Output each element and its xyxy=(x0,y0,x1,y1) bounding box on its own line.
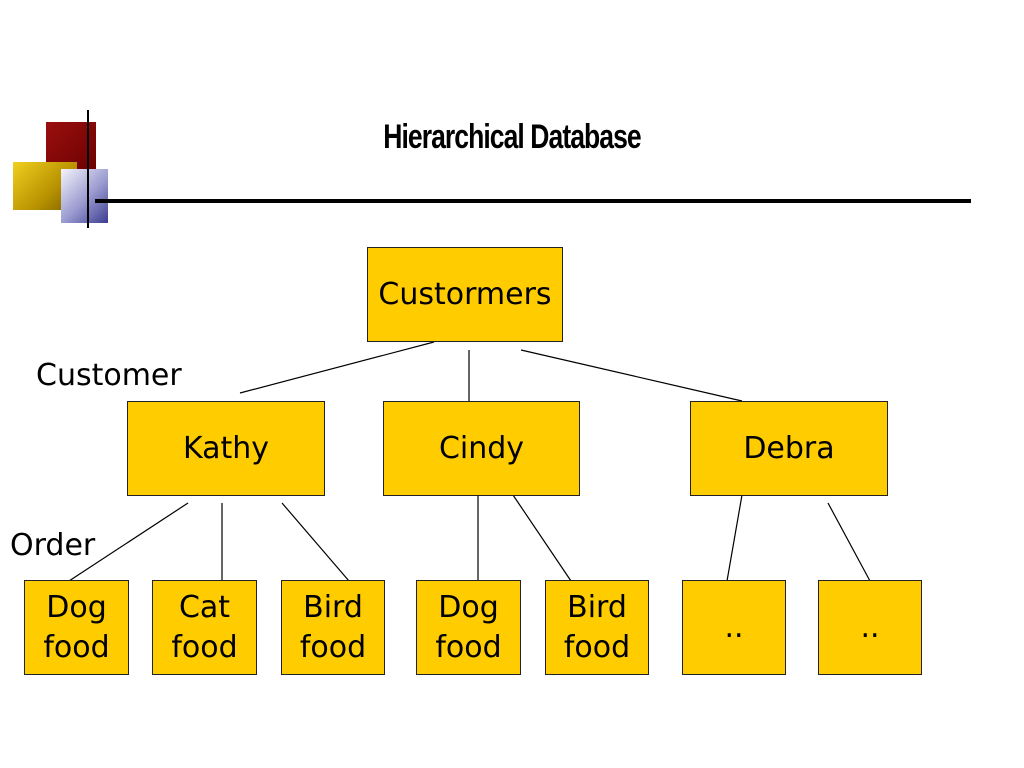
connector-debra-order-2 xyxy=(827,502,871,582)
slide-title: Hierarchical Database xyxy=(383,117,641,156)
title-underline xyxy=(95,199,971,203)
level-label-order: Order xyxy=(10,528,96,563)
customer-node: Kathy xyxy=(127,401,325,496)
connector-root-debra xyxy=(520,349,743,402)
connector-debra-order-1 xyxy=(726,494,743,582)
order-node: Dog food xyxy=(416,580,521,675)
order-node: Cat food xyxy=(152,580,257,675)
connector-kathy-order-3 xyxy=(281,502,350,582)
decorative-blue-square xyxy=(61,169,108,223)
connector-root-kathy xyxy=(239,341,435,394)
root-node: Custormers xyxy=(367,247,563,342)
connector-kathy-order-1 xyxy=(68,502,189,582)
decorative-vertical-line xyxy=(87,110,89,228)
order-node: .. xyxy=(682,580,786,675)
level-label-customer: Customer xyxy=(36,358,182,393)
order-node: Bird food xyxy=(545,580,649,675)
order-node: Bird food xyxy=(281,580,385,675)
order-node: Dog food xyxy=(24,580,129,675)
order-node: .. xyxy=(818,580,922,675)
customer-node: Cindy xyxy=(383,401,580,496)
connector-cindy-order-2 xyxy=(512,494,572,582)
customer-node: Debra xyxy=(690,401,888,496)
